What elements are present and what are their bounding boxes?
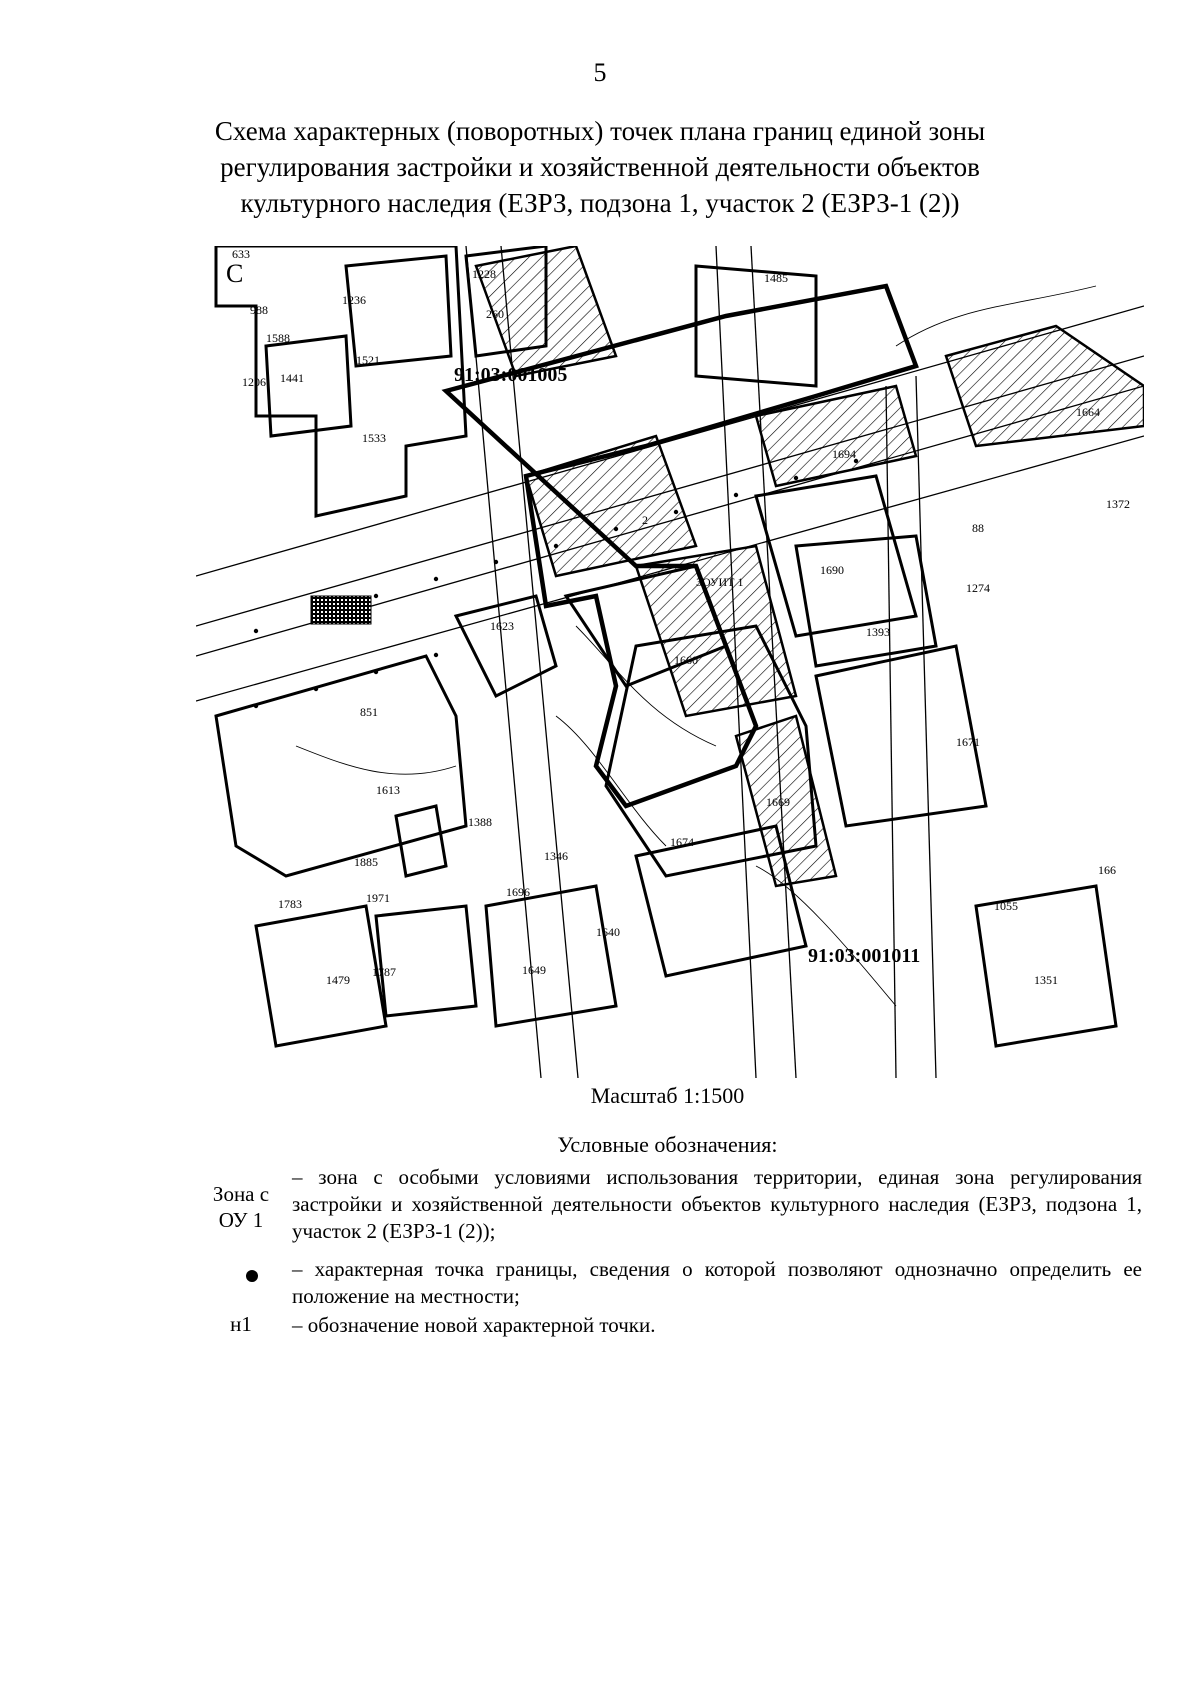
svg-text:1660: 1660 <box>674 653 698 667</box>
svg-text:1274: 1274 <box>966 581 990 595</box>
parcel-numbers: 1228 1485 260 1236 988 1588 1521 1206 1441 153… <box>232 247 1130 987</box>
legend-zone-symbol-line: Зона с <box>212 1182 270 1206</box>
title-line: культурного наследия (ЕЗРЗ, подзона 1, у… <box>240 188 960 218</box>
hatched-buildings <box>474 246 1144 888</box>
svg-text:1055: 1055 <box>994 899 1018 913</box>
svg-text:1346: 1346 <box>544 849 568 863</box>
svg-text:1787: 1787 <box>372 965 396 979</box>
svg-text:1521: 1521 <box>356 353 380 367</box>
zone-label: ЗОУИТ 1 <box>696 575 744 589</box>
svg-text:1613: 1613 <box>376 783 400 797</box>
svg-text:1640: 1640 <box>596 925 620 939</box>
svg-text:1479: 1479 <box>326 973 350 987</box>
svg-text:1696: 1696 <box>506 885 530 899</box>
legend-point-description: – характерная точка границы, сведения о … <box>292 1257 1142 1308</box>
point-dot-icon <box>246 1270 258 1282</box>
cadastral-map: 91:03:001005 91:03:001011 ЗОУИТ 1 1228 14… <box>196 246 1144 1078</box>
svg-text:633: 633 <box>232 247 250 261</box>
svg-text:1393: 1393 <box>866 625 890 639</box>
svg-text:1228: 1228 <box>472 267 496 281</box>
page-number: 5 <box>593 58 607 87</box>
legend-zone-symbol: Зона с ОУ 1 <box>199 1181 283 1233</box>
svg-text:1623: 1623 <box>490 619 514 633</box>
legend-zone-symbol-line: ОУ 1 <box>218 1208 264 1232</box>
contour-lines <box>295 285 1097 1007</box>
svg-text:1533: 1533 <box>362 431 386 445</box>
svg-text:166: 166 <box>1098 863 1116 877</box>
svg-text:1372: 1372 <box>1106 497 1130 511</box>
map-corner-letter: С <box>226 259 243 288</box>
svg-text:1971: 1971 <box>366 891 390 905</box>
page-title: Схема характерных (поворотных) точек пла… <box>150 113 1050 221</box>
svg-text:1669: 1669 <box>766 795 790 809</box>
legend-new-point-description: – обозначение новой характерной точки. <box>292 1313 656 1337</box>
svg-text:1885: 1885 <box>354 855 378 869</box>
svg-text:1694: 1694 <box>832 447 856 461</box>
svg-text:2: 2 <box>642 513 648 527</box>
dense-hatch-block <box>310 595 372 625</box>
svg-text:1783: 1783 <box>278 897 302 911</box>
svg-text:1671: 1671 <box>956 735 980 749</box>
svg-text:1441: 1441 <box>280 371 304 385</box>
svg-text:988: 988 <box>250 303 268 317</box>
svg-text:88: 88 <box>972 521 984 535</box>
svg-text:1388: 1388 <box>468 815 492 829</box>
quarter-label-1: 91:03:001005 <box>454 364 567 386</box>
legend-new-point-symbol: н1 <box>230 1312 252 1336</box>
svg-text:1485: 1485 <box>764 271 788 285</box>
title-line: регулирования застройки и хозяйственной … <box>220 152 980 182</box>
svg-text:1664: 1664 <box>1076 405 1100 419</box>
scale-label: Масштаб 1:1500 <box>590 1083 745 1108</box>
svg-text:260: 260 <box>486 307 504 321</box>
title-line: Схема характерных (поворотных) точек пла… <box>214 116 986 146</box>
svg-text:1649: 1649 <box>522 963 546 977</box>
svg-text:1674: 1674 <box>670 835 694 849</box>
svg-text:1206: 1206 <box>242 375 266 389</box>
legend-zone-description: – зона с особыми условиями использования… <box>292 1165 1142 1243</box>
svg-text:1588: 1588 <box>266 331 290 345</box>
svg-text:1236: 1236 <box>342 293 366 307</box>
svg-text:1351: 1351 <box>1034 973 1058 987</box>
svg-text:851: 851 <box>360 705 378 719</box>
legend-title: Условные обозначения: <box>557 1132 778 1157</box>
svg-text:1690: 1690 <box>820 563 844 577</box>
quarter-label-2: 91:03:001011 <box>808 945 920 967</box>
